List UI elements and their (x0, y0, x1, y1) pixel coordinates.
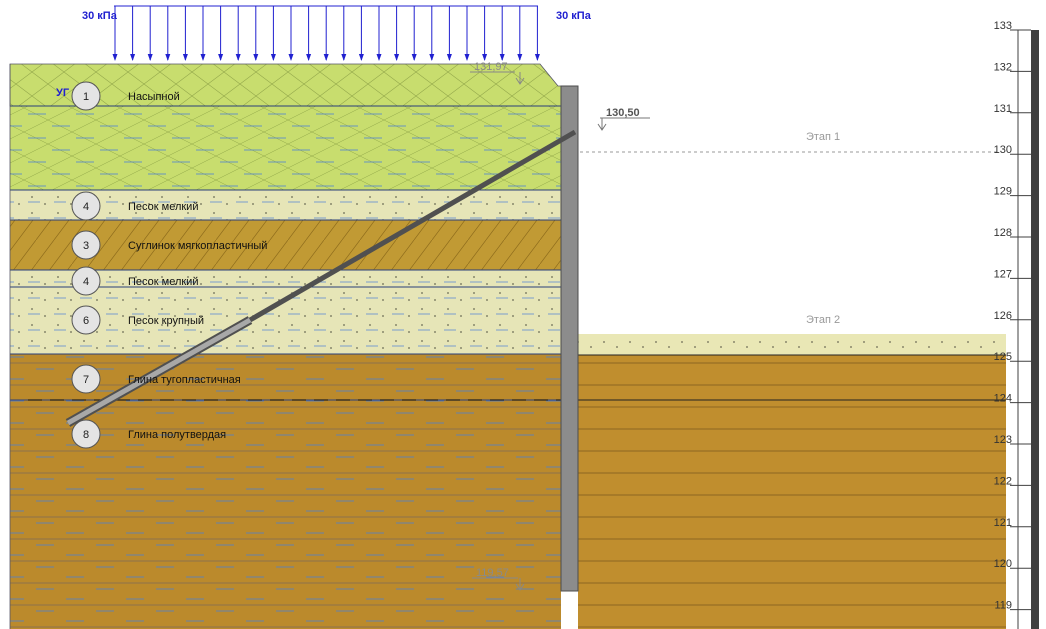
axis-tick-label: 126 (994, 310, 1012, 322)
axis-tick-label: 128 (994, 227, 1012, 239)
layer-name: Насыпной (128, 91, 180, 103)
layer-name: Глина тугопластичная (128, 374, 241, 386)
load-arrow-head (323, 54, 329, 61)
axis-scale-bar (1031, 30, 1039, 629)
axis-tick-label: 122 (994, 475, 1012, 487)
layer-name: Глина полутвердая (128, 429, 226, 441)
retaining-wall (560, 85, 579, 592)
layer-number-circle (71, 191, 101, 221)
axis-tick-label: 120 (994, 558, 1012, 570)
surface-load-arrows (112, 5, 540, 61)
load-arrow-head (253, 54, 259, 61)
load-arrow-head (394, 54, 400, 61)
layer-name: Суглинок мягкопластичный (128, 240, 267, 252)
level-marker-anchor-head: 130,50 (597, 107, 650, 131)
layer-fill-saturated (10, 106, 561, 190)
left-soil-massif (9, 63, 562, 629)
axis-tick-label: 127 (994, 268, 1012, 280)
right-soil-massif (578, 334, 1006, 629)
load-arrow-head (446, 54, 452, 61)
stage-2-label: Этап 2 (806, 314, 840, 326)
level-marker-ground-top: 131,97 (470, 61, 525, 85)
layer-number-circle (71, 81, 101, 111)
load-arrow-head (182, 54, 188, 61)
load-arrow-head (482, 54, 488, 61)
groundwater-label: УГ (56, 87, 70, 99)
load-arrow-head (429, 54, 435, 61)
load-arrow-head (235, 54, 241, 61)
layer-semi-hard-clay (10, 400, 561, 629)
load-arrow-head (130, 54, 136, 61)
layer-number-circle (71, 266, 101, 296)
load-label-right: 30 кПа (556, 10, 592, 22)
layer-number: 1 (83, 91, 89, 103)
anchor-grout-fill (66, 317, 252, 426)
layer-number: 4 (83, 276, 89, 288)
level-label-ground-top: 131,97 (474, 61, 508, 73)
load-arrow-head (270, 54, 276, 61)
layer-name: Песок мелкий (128, 201, 198, 213)
load-arrow-head (306, 54, 312, 61)
level-label-anchor-head: 130,50 (606, 107, 640, 119)
layer-number: 6 (83, 315, 89, 327)
axis-tick-label: 133 (994, 20, 1012, 32)
layer-number: 4 (83, 201, 89, 213)
layer-number: 7 (83, 374, 89, 386)
layer-number-circle (71, 230, 101, 260)
axis-tick-label: 129 (994, 186, 1012, 198)
load-label-left: 30 кПа (82, 10, 118, 22)
anchor-free-length (248, 129, 577, 323)
axis-tick-label: 125 (994, 351, 1012, 363)
layer-number: 3 (83, 240, 89, 252)
axis-tick-label: 119 (994, 600, 1012, 612)
layer-right-sand (578, 334, 1006, 355)
stage-1-label: Этап 1 (806, 131, 840, 143)
axis-tick-label: 132 (994, 61, 1012, 73)
layer-name: Песок крупный (128, 315, 204, 327)
load-arrow-head (288, 54, 294, 61)
load-arrow-head (218, 54, 224, 61)
load-arrow-head (165, 54, 171, 61)
level-marker-wall-bottom: 119,57 (472, 567, 525, 591)
layer-right-clay (578, 355, 1006, 629)
axis-tick-label: 123 (994, 434, 1012, 446)
layer-fine-sand-2 (10, 270, 561, 287)
layer-name: Песок мелкий (128, 276, 198, 288)
load-arrow-head (499, 54, 505, 61)
load-arrow-head (464, 54, 470, 61)
layer-number-circle (71, 364, 101, 394)
axis-tick-label: 130 (994, 144, 1012, 156)
load-arrow-head (411, 54, 417, 61)
load-arrow-head (534, 54, 540, 61)
load-arrow-head (358, 54, 364, 61)
layer-number: 8 (83, 429, 89, 441)
load-arrow-head (147, 54, 153, 61)
level-label-wall-bottom: 119,57 (476, 567, 509, 579)
layer-number-circle (71, 305, 101, 335)
load-arrow-head (200, 54, 206, 61)
load-arrow-head (376, 54, 382, 61)
layer-number-circle (71, 419, 101, 449)
axis-tick-label: 131 (994, 103, 1012, 115)
load-arrow-head (112, 54, 118, 61)
load-arrow-head (517, 54, 523, 61)
layer-soft-loam (10, 220, 561, 270)
load-arrow-head (341, 54, 347, 61)
axis-tick-label: 124 (994, 393, 1012, 405)
axis-tick-label: 121 (994, 517, 1012, 529)
layer-stiff-clay (10, 354, 561, 400)
elevation-axis: 133 132 131 130 129 128 127 126 125 124 123 122 121 1… (994, 20, 1039, 629)
